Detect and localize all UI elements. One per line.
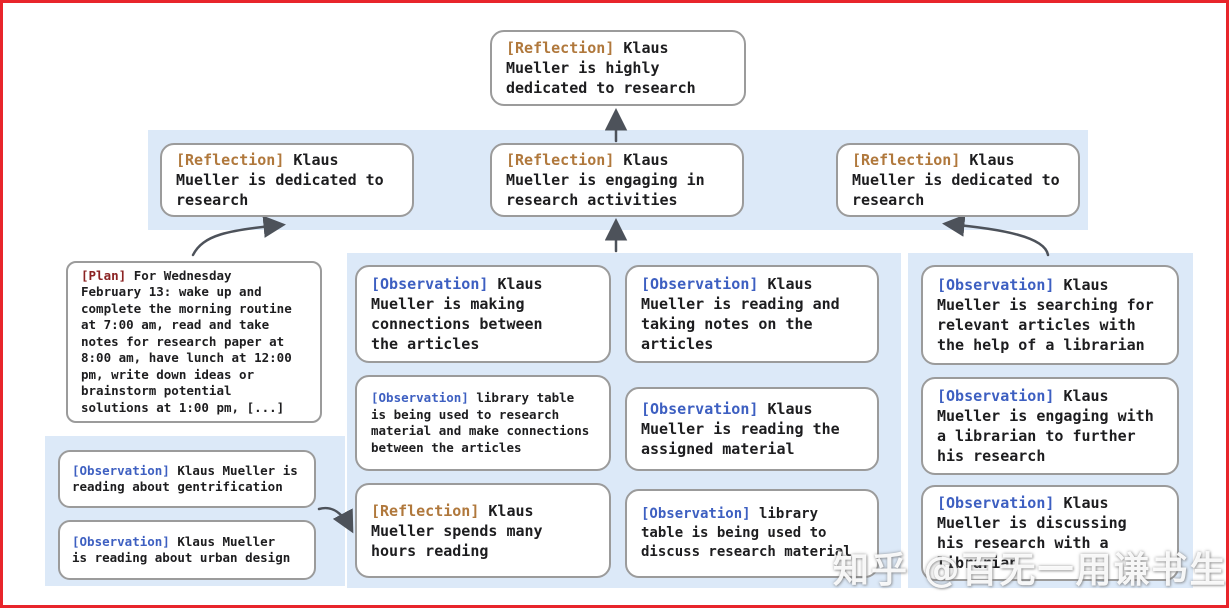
reflection-tag: [Reflection] [176,151,285,169]
node-obs-library-table-research: [Observation] library table is being use… [355,375,611,471]
reflection-tag: [Reflection] [852,151,961,169]
node-text: Klaus Mueller is engaging in research ac… [506,151,705,209]
observation-tag: [Observation] [937,387,1055,405]
node-text: Klaus Mueller is reading about urban des… [72,533,291,566]
observation-tag: [Observation] [72,533,170,549]
node-obs-engaging-librarian: [Observation] Klaus Mueller is engaging … [921,377,1179,475]
node-reflection-right: [Reflection] Klaus Mueller is dedicated … [836,143,1080,217]
reflection-tag: [Reflection] [506,39,615,57]
observation-tag: [Observation] [641,506,751,522]
node-obs-discussing-librarian: [Observation] Klaus Mueller is discussin… [921,485,1179,581]
reflection-tag: [Reflection] [506,151,615,169]
node-obs-gentrification: [Observation] Klaus Mueller is reading a… [58,450,316,508]
node-text: Klaus Mueller is engaging with a librari… [937,387,1154,465]
node-text: For Wednesday February 13: wake up and c… [81,267,292,415]
node-plan: [Plan] For Wednesday February 13: wake u… [66,261,322,423]
observation-tag: [Observation] [371,390,469,405]
node-text: Klaus Mueller is discussing his research… [937,494,1127,572]
zhihu-watermark: 知乎 @百无一用谦书生 [833,550,1228,591]
observation-tag: [Observation] [371,275,489,293]
reflection-tag: [Reflection] [371,501,480,520]
node-text: Klaus Mueller is highly dedicated to res… [506,39,696,97]
node-reflection-hours-reading: [Reflection] Klaus Mueller spends many h… [355,483,611,578]
node-root-reflection: [Reflection] Klaus Mueller is highly ded… [490,30,746,106]
node-text: library table is being used to research … [371,390,590,455]
node-text: Klaus Mueller is dedicated to research [176,151,384,209]
observation-tag: [Observation] [72,462,170,478]
node-text: library table is being used to discuss r… [641,506,852,560]
observation-tag: [Observation] [937,494,1055,512]
node-obs-library-table-discuss: [Observation] library table is being use… [625,489,879,578]
node-text: Klaus Mueller is reading the assigned ma… [641,400,840,458]
node-obs-assigned-material: [Observation] Klaus Mueller is reading t… [625,387,879,471]
node-text: Klaus Mueller is dedicated to research [852,151,1060,209]
node-text: Klaus Mueller spends many hours reading [371,501,543,560]
node-text: Klaus Mueller is reading and taking note… [641,275,840,353]
node-obs-making-connections: [Observation] Klaus Mueller is making co… [355,265,611,363]
node-reflection-left: [Reflection] Klaus Mueller is dedicated … [160,143,414,217]
node-obs-taking-notes: [Observation] Klaus Mueller is reading a… [625,265,879,363]
node-reflection-center: [Reflection] Klaus Mueller is engaging i… [490,143,744,217]
observation-tag: [Observation] [937,276,1055,294]
node-obs-urban-design: [Observation] Klaus Mueller is reading a… [58,520,316,580]
node-text: Klaus Mueller is reading about gentrific… [72,462,298,495]
node-text: Klaus Mueller is searching for relevant … [937,276,1154,354]
plan-tag: [Plan] [81,267,127,283]
observation-tag: [Observation] [641,400,759,418]
node-text: Klaus Mueller is making connections betw… [371,275,543,353]
observation-tag: [Observation] [641,275,759,293]
node-obs-searching-articles: [Observation] Klaus Mueller is searching… [921,265,1179,365]
